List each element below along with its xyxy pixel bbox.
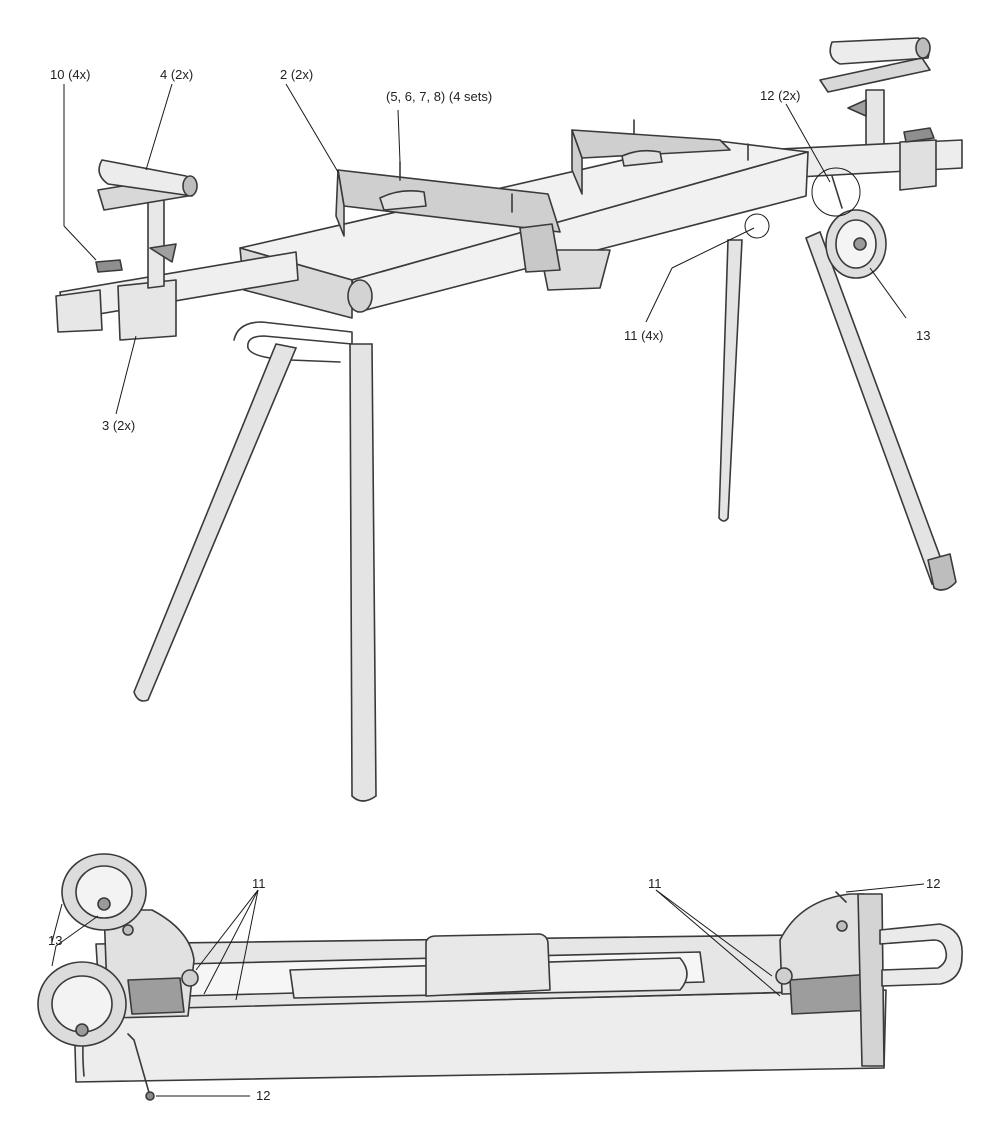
lock-pin	[811, 167, 861, 217]
label-4: 4 (2x)	[160, 67, 193, 82]
folded-stand-illustration	[37, 853, 963, 1101]
carry-handle	[233, 321, 353, 363]
label-11-top: 11 (4x)	[624, 328, 664, 343]
label-11-left: 11	[252, 876, 266, 891]
label-12-bottom: 12	[256, 1088, 270, 1103]
callout-labels-top: 10 (4x) 4 (2x) 2 (2x) (5, 6, 7, 8) (4 se…	[50, 67, 930, 433]
label-12-right: 12	[926, 876, 940, 891]
label-13-bottom: 13	[48, 933, 62, 948]
label-5-6-7-8: (5, 6, 7, 8) (4 sets)	[386, 89, 492, 104]
left-roller-support	[55, 159, 299, 341]
wheel	[825, 209, 887, 279]
callout-leaders-bottom	[51, 883, 925, 1097]
front-mount-bracket	[335, 161, 561, 273]
callout-labels-bottom: 11 11 12 13 12	[48, 876, 940, 1103]
label-13-top: 13	[916, 328, 930, 343]
label-3: 3 (2x)	[102, 418, 135, 433]
right-roller-support	[759, 37, 963, 191]
label-11-right: 11	[648, 876, 662, 891]
label-2: 2 (2x)	[280, 67, 313, 82]
callout-leaders-top	[63, 83, 907, 415]
assembled-stand-illustration	[55, 37, 963, 802]
label-10: 10 (4x)	[50, 67, 90, 82]
front-legs	[133, 343, 377, 802]
hinge-detail-circle	[744, 213, 770, 239]
rear-legs	[718, 230, 957, 591]
label-12-top: 12 (2x)	[760, 88, 800, 103]
